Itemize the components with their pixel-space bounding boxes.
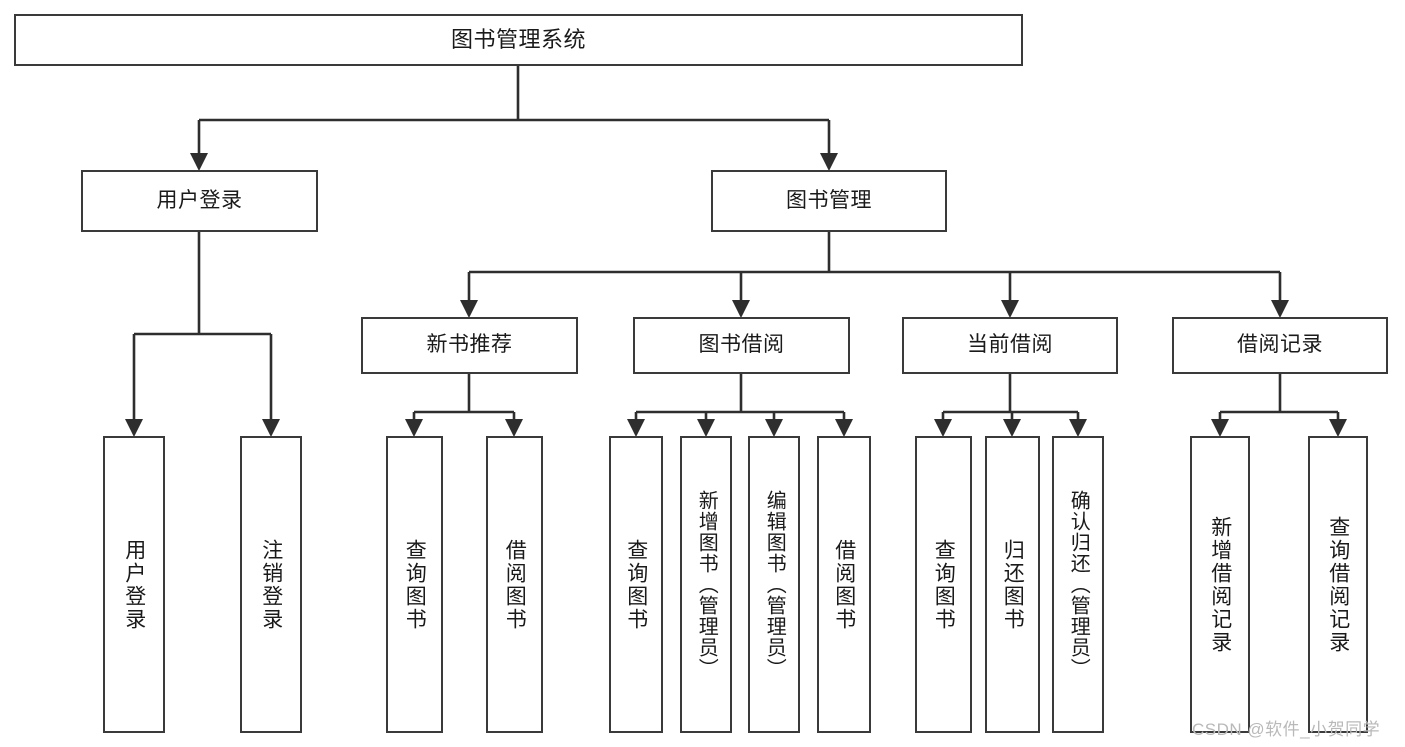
node-leaf-query-book-1[interactable]: 查询图书: [386, 436, 443, 733]
node-root[interactable]: 图书管理系统: [14, 14, 1023, 66]
node-leaf-query-book-3[interactable]: 查询图书: [915, 436, 972, 733]
node-leaf-borrow-book-2-label: 借阅图书: [832, 538, 856, 631]
node-leaf-logout[interactable]: 注销登录: [240, 436, 302, 733]
node-leaf-confirm-return[interactable]: 确认归还（管理员）: [1052, 436, 1104, 733]
node-leaf-return-book-label: 归还图书: [1001, 538, 1025, 631]
node-book-borrow-label: 图书借阅: [698, 333, 785, 357]
node-leaf-return-book[interactable]: 归还图书: [985, 436, 1040, 733]
node-borrow-record-label: 借阅记录: [1237, 333, 1323, 357]
node-leaf-query-record[interactable]: 查询借阅记录: [1308, 436, 1368, 733]
node-leaf-user-login-label: 用户登录: [122, 538, 146, 631]
node-leaf-add-record[interactable]: 新增借阅记录: [1190, 436, 1250, 733]
node-leaf-query-book-2-label: 查询图书: [624, 538, 648, 631]
csdn-watermark: CSDN @软件_小贺同学: [1192, 720, 1381, 739]
node-book-manage[interactable]: 图书管理: [711, 170, 947, 232]
node-leaf-query-record-label: 查询借阅记录: [1326, 515, 1350, 654]
node-leaf-edit-book-label: 编辑图书（管理员）: [763, 490, 786, 679]
node-leaf-query-book-2[interactable]: 查询图书: [609, 436, 663, 733]
node-leaf-query-book-3-label: 查询图书: [932, 538, 956, 631]
node-new-book-rec-label: 新书推荐: [426, 333, 513, 357]
node-leaf-add-book-label: 新增图书（管理员）: [695, 490, 718, 679]
node-leaf-borrow-book-1-label: 借阅图书: [503, 538, 527, 631]
node-leaf-edit-book[interactable]: 编辑图书（管理员）: [748, 436, 800, 733]
node-book-manage-label: 图书管理: [786, 188, 872, 212]
node-leaf-borrow-book-1[interactable]: 借阅图书: [486, 436, 543, 733]
node-current-borrow-label: 当前借阅: [967, 333, 1053, 357]
node-user-login-label: 用户登录: [156, 188, 243, 212]
node-current-borrow[interactable]: 当前借阅: [902, 317, 1118, 374]
node-borrow-record[interactable]: 借阅记录: [1172, 317, 1388, 374]
node-leaf-user-login[interactable]: 用户登录: [103, 436, 165, 733]
node-user-login[interactable]: 用户登录: [81, 170, 318, 232]
node-leaf-logout-label: 注销登录: [259, 538, 283, 631]
node-new-book-rec[interactable]: 新书推荐: [361, 317, 578, 374]
node-leaf-confirm-return-label: 确认归还（管理员）: [1067, 490, 1090, 679]
node-leaf-add-record-label: 新增借阅记录: [1208, 515, 1232, 654]
node-leaf-add-book[interactable]: 新增图书（管理员）: [680, 436, 732, 733]
node-leaf-query-book-1-label: 查询图书: [403, 538, 427, 631]
node-book-borrow[interactable]: 图书借阅: [633, 317, 850, 374]
node-root-label: 图书管理系统: [450, 27, 586, 53]
node-leaf-borrow-book-2[interactable]: 借阅图书: [817, 436, 871, 733]
